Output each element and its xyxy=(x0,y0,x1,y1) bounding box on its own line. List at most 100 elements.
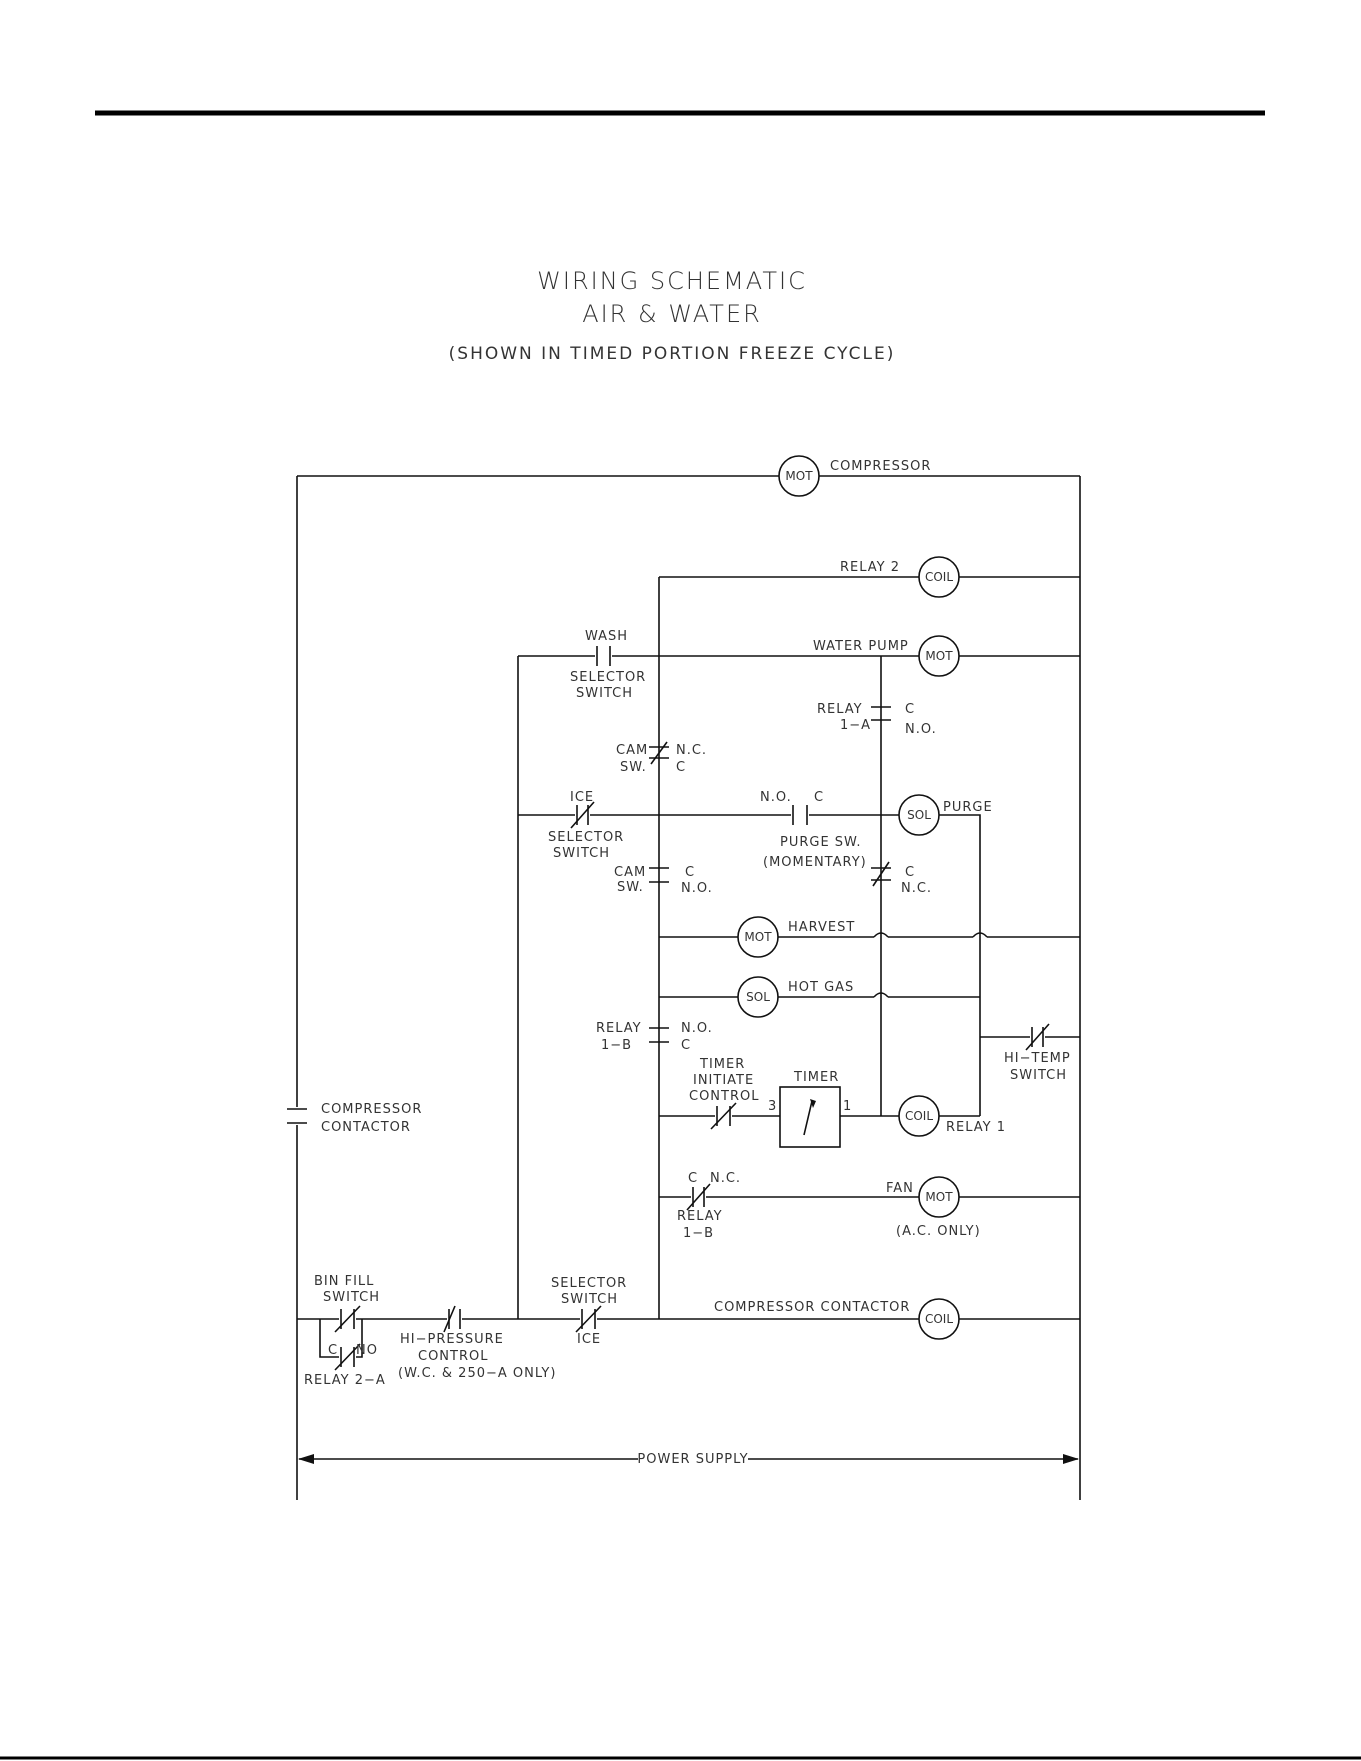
power-supply-indicator: POWER SUPPLY xyxy=(296,1452,1081,1500)
relay-2a-contact xyxy=(334,1343,361,1371)
fan-relay-nc-label: N.C. xyxy=(710,1171,741,1186)
labels: COMPRESSOR RELAY 2 WASH SELECTOR SWITCH … xyxy=(304,459,1071,1388)
cam-no-c-label: C xyxy=(685,865,695,880)
relay-1b-id-label: 1−B xyxy=(601,1038,632,1053)
comp-contactor-label: COMPRESSOR CONTACTOR xyxy=(714,1300,910,1315)
comp-contactor-2-label: CONTACTOR xyxy=(321,1120,411,1135)
purge-solenoid-label: SOL xyxy=(907,808,931,822)
cam-nc-sw-label: SW. xyxy=(620,760,647,775)
ac-only-label: (A.C. ONLY) xyxy=(896,1224,981,1239)
cam-nc-cam-label: CAM xyxy=(616,743,648,758)
ice-selector-contact xyxy=(570,801,595,829)
title-line-2: AIR & WATER xyxy=(582,300,762,328)
relay-1a-id-label: 1−A xyxy=(840,718,871,733)
bin-fill-contact xyxy=(334,1305,361,1333)
cam-switch-nc-contact xyxy=(649,741,669,765)
relay-1-coil xyxy=(898,1095,940,1137)
timer-terminal-1-label: 1 xyxy=(843,1099,852,1114)
fan-motor-label: MOT xyxy=(925,1190,953,1204)
relay-2-coil xyxy=(918,556,960,598)
purge-switch-nc-contact xyxy=(871,861,891,887)
relay-1b-c-label: C xyxy=(681,1038,691,1053)
timer-initiate-2-label: INITIATE xyxy=(693,1073,754,1088)
relay-1a-relay-label: RELAY xyxy=(817,702,863,717)
timer-initiate-3-label: CONTROL xyxy=(689,1089,759,1104)
compressor-contactor-coil-label: COIL xyxy=(925,1312,953,1326)
cam-no-sw-label: SW. xyxy=(617,880,644,895)
cam-no-label: N.O. xyxy=(681,881,713,896)
hi-pressure-label: HI−PRESSURE xyxy=(400,1332,504,1347)
wash-selector-contact xyxy=(596,646,611,666)
relay-2a-no-label: NO xyxy=(356,1343,378,1358)
bottom-selector-label: SELECTOR xyxy=(551,1276,627,1291)
comp-contactor-1-label: COMPRESSOR xyxy=(321,1102,422,1117)
relay-1a-c-label: C xyxy=(905,702,915,717)
momentary-label: (MOMENTARY) xyxy=(763,855,867,870)
wc-only-label: (W.C. & 250−A ONLY) xyxy=(398,1366,556,1381)
relay-2a-label: RELAY 2−A xyxy=(304,1373,386,1388)
title-line-3: (SHOWN IN TIMED PORTION FREEZE CYCLE) xyxy=(449,344,896,364)
relay-1a-contact xyxy=(871,706,891,721)
timer-needle xyxy=(803,1100,813,1136)
cam-nc-c-label: C xyxy=(676,760,686,775)
timer-label: TIMER xyxy=(793,1070,839,1085)
hi-temp-contact xyxy=(1025,1023,1050,1051)
relay-1a-no-label: N.O. xyxy=(905,722,937,737)
bin-fill-switch-label: SWITCH xyxy=(323,1290,380,1305)
wiring xyxy=(296,475,1081,1478)
compressor-label: COMPRESSOR xyxy=(830,459,931,474)
hot-gas-solenoid-label: SOL xyxy=(746,990,770,1004)
fan-label: FAN xyxy=(886,1181,914,1196)
relay-1b-contact xyxy=(649,1027,669,1043)
hi-temp-switch-label: SWITCH xyxy=(1010,1068,1067,1083)
fan-motor xyxy=(918,1176,960,1218)
relay-1b-relay-label: RELAY xyxy=(596,1021,642,1036)
fan-relay-id-label: 1−B xyxy=(683,1226,714,1241)
bin-fill-label: BIN FILL xyxy=(314,1274,374,1289)
bottom-switch-label: SWITCH xyxy=(561,1292,618,1307)
timer-needle-tip xyxy=(810,1099,816,1108)
bottom-selector-contact xyxy=(575,1305,602,1333)
relay-2-label: RELAY 2 xyxy=(840,560,900,575)
cam-switch-no-contact xyxy=(649,867,669,883)
wash-label: WASH xyxy=(585,629,628,644)
water-pump-motor xyxy=(918,635,960,677)
harvest-label: HARVEST xyxy=(788,920,855,935)
purge-nc-c-label: C xyxy=(905,865,915,880)
relay-2a-c-label: C xyxy=(328,1343,338,1358)
contacts xyxy=(287,646,1050,1371)
relay-2-coil-label: COIL xyxy=(925,570,953,584)
ice-switch-label: SWITCH xyxy=(553,846,610,861)
timer-initiate-1-label: TIMER xyxy=(699,1057,745,1072)
purge-nc-label: N.C. xyxy=(901,881,932,896)
purge-label: PURGE xyxy=(943,800,993,815)
compressor-motor xyxy=(778,455,820,497)
timer-box xyxy=(779,1086,841,1148)
devices: MOT COIL MOT SOL MOT SOL COIL MOT COIL xyxy=(737,455,960,1340)
ice-label: ICE xyxy=(570,790,594,805)
wash-selector-label: SELECTOR xyxy=(570,670,646,685)
timer-initiate-contact xyxy=(710,1102,737,1130)
hi-pressure-control-label: CONTROL xyxy=(418,1349,488,1364)
purge-switch-contact xyxy=(792,805,808,825)
fan-relay-label: RELAY xyxy=(677,1209,723,1224)
timer-terminal-3-label: 3 xyxy=(768,1099,777,1114)
relay-1-coil-label: COIL xyxy=(905,1109,933,1123)
cam-no-cam-label: CAM xyxy=(614,865,646,880)
hi-temp-label: HI−TEMP xyxy=(1004,1051,1071,1066)
harvest-motor xyxy=(737,916,779,958)
purge-sw-label: PURGE SW. xyxy=(780,835,862,850)
water-pump-label: WATER PUMP xyxy=(813,639,909,654)
power-supply-label: POWER SUPPLY xyxy=(637,1452,748,1467)
wash-switch-label: SWITCH xyxy=(576,686,633,701)
compressor-contactor-contact xyxy=(287,1108,307,1124)
hot-gas-solenoid xyxy=(737,976,779,1018)
hot-gas-label: HOT GAS xyxy=(788,980,854,995)
relay-1b-no-label: N.O. xyxy=(681,1021,713,1036)
hi-pressure-contact xyxy=(443,1305,461,1333)
compressor-motor-label: MOT xyxy=(785,469,813,483)
ice-selector-label: SELECTOR xyxy=(548,830,624,845)
bottom-ice-label: ICE xyxy=(577,1332,601,1347)
compressor-contactor-coil xyxy=(918,1298,960,1340)
